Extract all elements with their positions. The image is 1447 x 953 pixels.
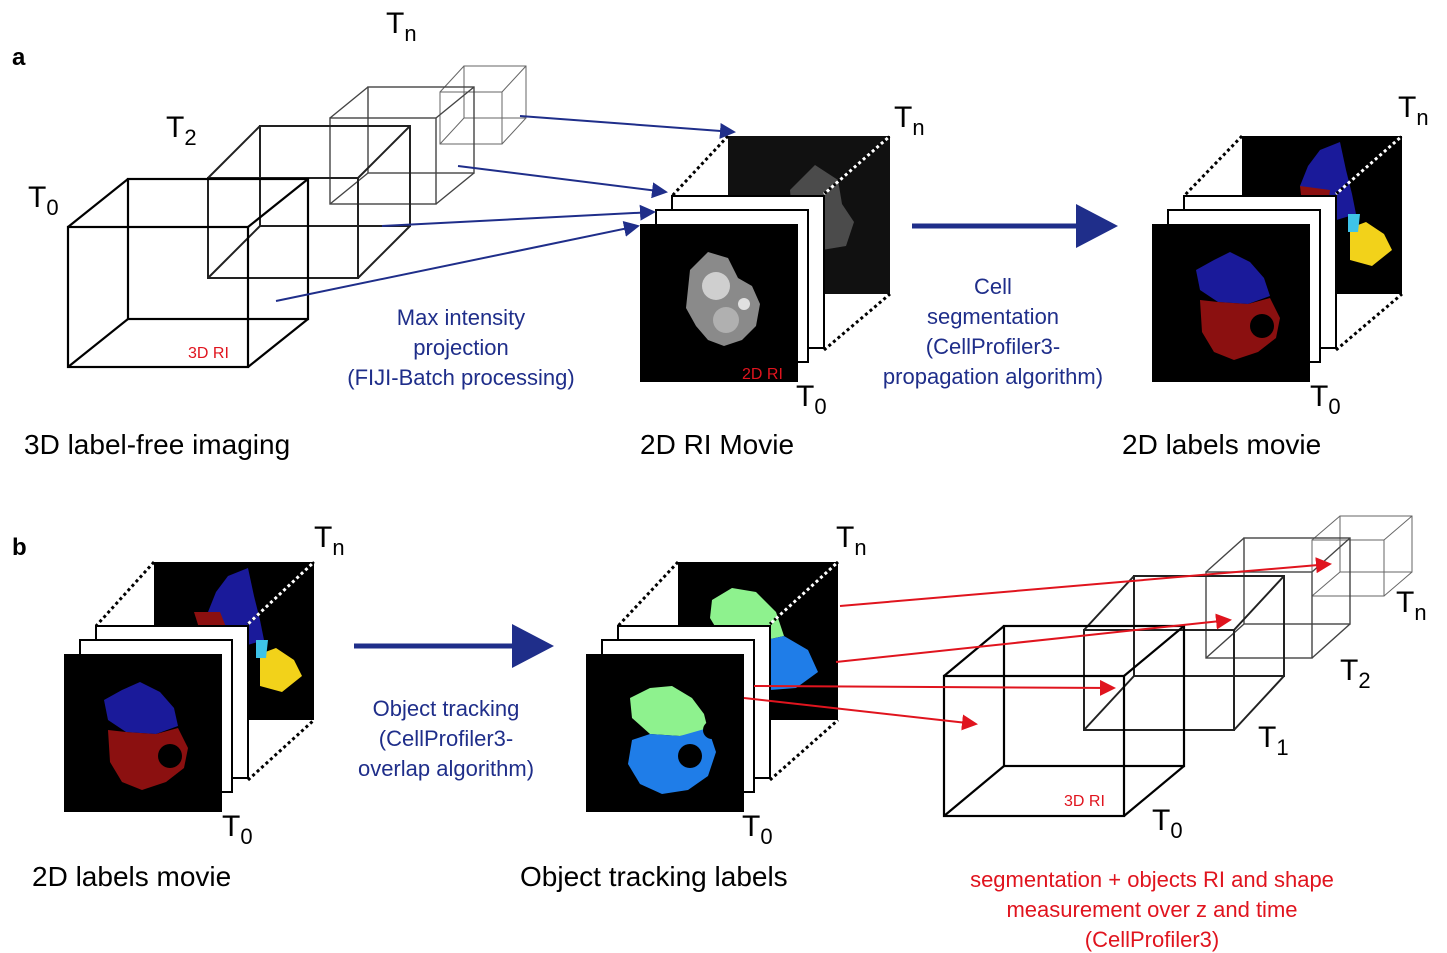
labels-a-t0-label: T0 (1310, 380, 1341, 419)
step1-line-3: (FIJI-Batch processing) (347, 365, 574, 390)
labels-a-tn-label: Tn (1398, 91, 1429, 130)
step1-line-1: Max intensity (397, 305, 525, 330)
measurement-arrows (743, 557, 1332, 731)
ri-3d-tag-b: 3D RI (1064, 793, 1105, 810)
caption-imaging: 3D label-free imaging (24, 429, 290, 460)
cube-t0 (66, 177, 310, 369)
ri-cell-image (686, 252, 760, 346)
projection-arrows (275, 115, 736, 302)
tracking-line-3: overlap algorithm) (358, 756, 534, 781)
track-tn-label: Tn (836, 521, 867, 560)
tracking-line-1: Object tracking (373, 696, 520, 721)
measure-line-2: measurement over z and time (1006, 897, 1297, 922)
labels-movie-stack-a (1152, 134, 1403, 382)
cube-t-mid (329, 86, 475, 205)
cube-b-t2 (1205, 537, 1351, 659)
cube-b-t0 (942, 624, 1186, 818)
tracking-arrow (354, 624, 554, 668)
segmentation-arrow (912, 204, 1118, 248)
track-t0-label: T0 (742, 810, 773, 849)
cube-b-t2-label: T2 (1340, 654, 1371, 693)
ri-3d-tag-a: 3D RI (188, 345, 229, 362)
caption-labels-movie-b: 2D labels movie (32, 861, 231, 892)
measure-line-3: (CellProfiler3) (1085, 927, 1219, 952)
cube-a-t2-label: T2 (166, 111, 197, 150)
cube-b-t1 (1083, 575, 1285, 731)
step2-line-2: segmentation (927, 304, 1059, 329)
ri-2d-tag: 2D RI (742, 366, 783, 383)
cube-a-t0-label: T0 (28, 181, 59, 220)
labels-movie-stack-b (64, 560, 316, 812)
caption-tracking: Object tracking labels (520, 861, 788, 892)
movie-t0-label: T0 (796, 380, 827, 419)
measure-line-1: segmentation + objects RI and shape (970, 867, 1334, 892)
cube-b-tn (1311, 515, 1413, 597)
step2-line-3: (CellProfiler3- (926, 334, 1060, 359)
panel-a-letter: a (12, 44, 26, 71)
caption-ri-movie: 2D RI Movie (640, 429, 794, 460)
cube-b-tn-label: Tn (1396, 586, 1427, 625)
step2-line-4: propagation algorithm) (883, 364, 1103, 389)
cube-b-t1-label: T1 (1258, 721, 1289, 760)
tracking-line-2: (CellProfiler3- (379, 726, 513, 751)
step2-line-1: Cell (974, 274, 1012, 299)
cube-a-tn-label: Tn (386, 7, 417, 46)
cube-stack-a (66, 65, 527, 369)
cube-tn (439, 65, 527, 145)
labels-b-tn-label: Tn (314, 521, 345, 560)
movie-tn-label: Tn (894, 101, 925, 140)
panel-b-letter: b (12, 534, 27, 561)
caption-labels-movie-a: 2D labels movie (1122, 429, 1321, 460)
cube-b-t0-label: T0 (1152, 804, 1183, 843)
step1-line-2: projection (413, 335, 508, 360)
tracking-labels-stack (586, 560, 840, 812)
labels-b-t0-label: T0 (222, 810, 253, 849)
ri-movie-stack (640, 134, 891, 382)
